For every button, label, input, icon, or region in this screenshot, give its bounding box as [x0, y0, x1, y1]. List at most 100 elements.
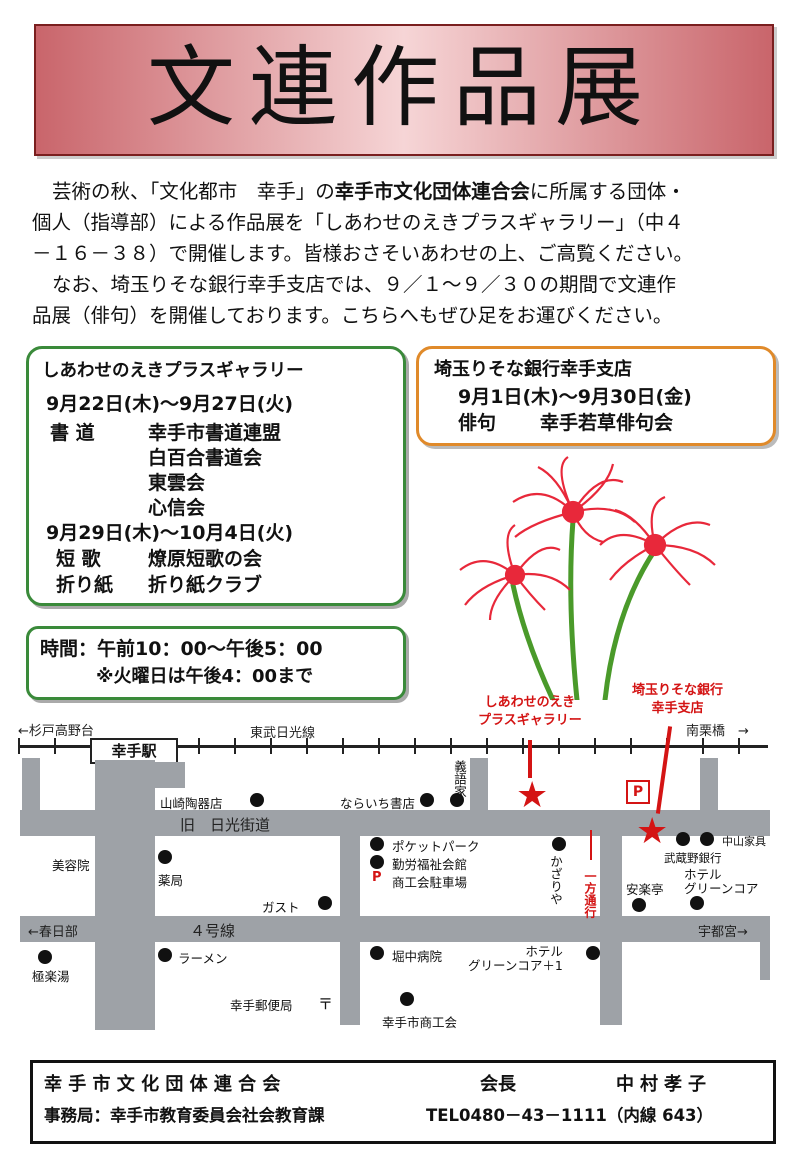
stem: [602, 547, 658, 700]
hours-main: 時間：午前10：00～午後5：00: [40, 638, 323, 660]
place-dot: [370, 855, 384, 869]
place-dot: [158, 948, 172, 962]
place-shokokai-parking: 商工会駐車場: [392, 875, 468, 890]
federation-name-footer: 幸 手 市 文 化 団 体 連 合 会: [44, 1074, 281, 1095]
hours-box: [26, 626, 406, 700]
gallery-marker-line: しあわせのえき: [484, 695, 576, 710]
intro-line-3: －１６－３８）で開催します。皆様おさそいあわせの上、ご高覧ください。: [32, 242, 694, 265]
post-office-icon: 〒: [318, 995, 334, 1013]
flower-petals: [459, 456, 716, 621]
bank-star-icon: ★: [636, 811, 669, 852]
station-road-top: [95, 762, 185, 788]
intro-line-2: 個人（指導部）による作品展を「しあわせのえきプラスギャラリー」（中４: [32, 211, 684, 234]
group-1: 幸手市書道連盟: [148, 422, 282, 444]
red-spider-lily-illustration: [459, 456, 716, 700]
place-post-office: 幸手郵便局: [230, 998, 293, 1013]
place-dot: [450, 793, 464, 807]
sugito-takanodai-direction: ←杉戸高野台: [18, 724, 94, 739]
place-dot: [632, 898, 646, 912]
group-3: 東雲会: [148, 472, 206, 494]
intro-line-5: 品展（俳句）を開催しております。こちらへもぜひ足をお運びください。: [32, 304, 673, 327]
place-naraichi: ならいち書店: [340, 796, 416, 811]
office-info: 事務局：幸手市教育委員会社会教育課: [44, 1106, 325, 1125]
kasukabe-direction: ←春日部: [28, 925, 78, 940]
gallery-marker-label: しあわせのえき プラスギャラリー: [478, 694, 582, 730]
place-anrakutei: 安楽亭: [626, 882, 664, 897]
place-dot: [370, 837, 384, 851]
side-road: [22, 758, 40, 818]
bank-marker-line: 埼玉りそな銀行: [632, 683, 724, 698]
bank-name: 埼玉りそな銀行幸手支店: [434, 359, 632, 380]
station-road: [95, 760, 155, 1030]
gallery-period-1: 9月22日(木)～9月27日(火): [46, 393, 294, 415]
intro-line-4: なお、埼玉りそな銀行幸手支店では、９／１～９／３０の期間で文連作: [52, 273, 677, 296]
group-2: 白百合書道会: [148, 447, 263, 469]
place-dot: [700, 832, 714, 846]
place-dot: [400, 992, 414, 1006]
hours-tuesday-note: ※火曜日は午後4：00まで: [96, 666, 314, 687]
footer-box: [30, 1060, 776, 1144]
place-dot: [676, 832, 690, 846]
telephone: TEL0480－43－1111（内線 643）: [426, 1106, 714, 1125]
place-nakayama: 中山家具: [722, 835, 766, 848]
category-calligraphy: 書 道: [50, 422, 95, 444]
gallery-star-icon: ★: [516, 775, 549, 816]
group-haiku: 幸手若草俳句会: [540, 412, 674, 434]
place-dot: [552, 837, 566, 851]
intro-text: 芸術の秋、「文化都市 幸手」の: [52, 180, 335, 203]
oneway-arrow: [590, 830, 592, 860]
intro-text: に所属する団体・: [529, 180, 686, 203]
group-origami: 折り紙クラブ: [148, 574, 263, 596]
place-dot: [158, 850, 172, 864]
gallery-schedule-box: [26, 346, 406, 606]
president-role: 会長: [480, 1074, 516, 1095]
gallery-name: しあわせのえきプラスギャラリー: [42, 361, 304, 381]
place-dot: [420, 793, 434, 807]
oneway-label: 一方通行: [583, 870, 597, 918]
page-title: 文連作品展: [146, 36, 657, 139]
place-kinro: 勤労福祉会館: [392, 857, 468, 872]
federation-name: 幸手市文化団体連合会: [334, 180, 530, 203]
bank-period: 9月1日(木)～9月30日(金): [458, 386, 692, 408]
group-tanka: 燎原短歌の会: [148, 548, 263, 570]
category-haiku: 俳句: [458, 412, 497, 434]
bank-schedule-box: [416, 346, 776, 446]
place-gusto: ガスト: [262, 900, 300, 915]
side-road: [470, 758, 488, 818]
parking-icon: P: [626, 780, 650, 804]
place-dot: [318, 896, 332, 910]
place-kazariya: かざりや: [548, 855, 563, 905]
president-name: 中村孝子: [616, 1074, 712, 1095]
gallery-pointer: [528, 740, 532, 778]
place-hotel-green: ホテル グリーンコア: [684, 867, 759, 896]
shokokai-parking-icon: P: [372, 870, 382, 885]
side-road: [760, 920, 770, 980]
place-dot: [690, 896, 704, 910]
place-dot: [250, 793, 264, 807]
place-dot: [38, 950, 52, 964]
category-tanka: 短 歌: [56, 548, 101, 570]
place-dot: [370, 946, 384, 960]
railway-ties: [18, 738, 768, 754]
place-gokuraku: 極楽湯: [32, 969, 70, 984]
utsunomiya-direction: 宇都宮→: [698, 925, 748, 940]
group-4: 心信会: [148, 497, 206, 519]
place-hotel-green-plus1: ホテル グリーンコア＋1: [468, 944, 563, 973]
route-4-label: ４号線: [190, 922, 236, 940]
place-horinaka: 堀中病院: [392, 949, 443, 964]
place-biyoin: 美容院: [52, 858, 90, 873]
place-ramen: ラーメン: [178, 951, 228, 966]
stem: [568, 517, 580, 700]
place-yakkyoku: 薬局: [158, 873, 184, 888]
intro-line-1: 芸術の秋、「文化都市 幸手」の幸手市文化団体連合会に所属する団体・: [32, 176, 772, 207]
bank-marker-line: 幸手支店: [651, 701, 704, 716]
access-map: ←杉戸高野台 東武日光線 南栗橋 → 幸手駅 旧 日光街道 ４号線 ←春日部 宇…: [0, 683, 800, 1040]
minami-kurihashi-direction: 南栗橋 →: [686, 724, 749, 739]
oneway-road: [600, 825, 622, 1025]
gallery-period-2: 9月29日(木)～10月4日(火): [46, 522, 294, 544]
title-banner: [34, 24, 774, 156]
place-dot: [586, 946, 600, 960]
gallery-marker-line: プラスギャラリー: [478, 713, 582, 728]
category-origami: 折り紙: [56, 574, 114, 596]
stem: [510, 582, 556, 700]
